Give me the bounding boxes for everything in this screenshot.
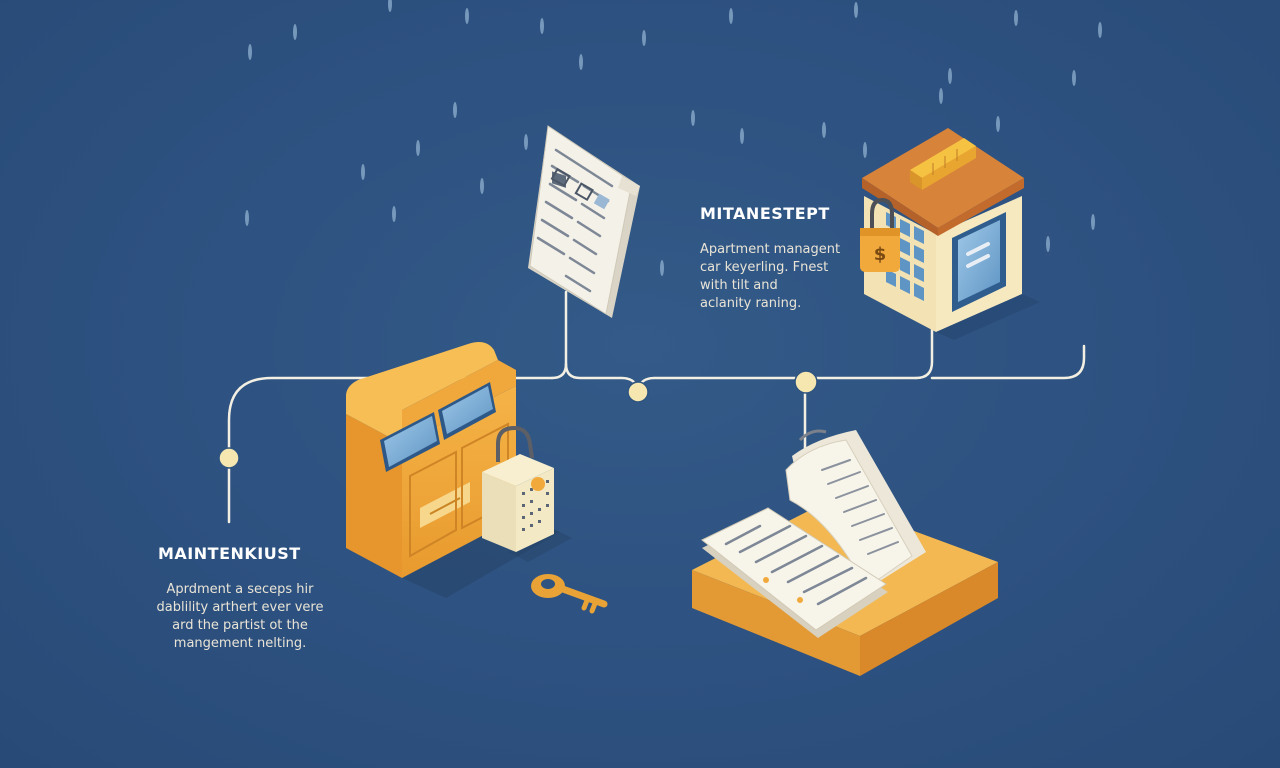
rain-drop — [480, 178, 484, 194]
rain-drop — [691, 110, 695, 126]
description-line: Apartment managent — [700, 242, 841, 257]
rain-drop — [465, 8, 469, 24]
key-icon — [531, 574, 608, 614]
description-line: car keyerling. Fnest — [700, 260, 829, 275]
section-heading: MITANESTEPT — [700, 204, 830, 223]
rain-drop — [392, 206, 396, 222]
rain-drop — [729, 8, 733, 24]
rain-drops — [245, 0, 1102, 276]
rain-drop — [524, 134, 528, 150]
section-description: Aprdment a seceps hir dablility arthert … — [140, 581, 340, 653]
rain-drop — [293, 24, 297, 40]
rain-drop — [416, 140, 420, 156]
connector-lines — [227, 290, 1086, 524]
document-icon — [528, 125, 640, 318]
rain-drop — [1014, 10, 1018, 26]
gold-bars — [910, 138, 976, 190]
section-description: Apartment managent car keyerling. Fnest … — [700, 241, 840, 313]
rain-drop — [1098, 22, 1102, 38]
description-line: aclanity raning. — [700, 296, 802, 311]
rain-drop — [740, 128, 744, 144]
rain-drop — [660, 260, 664, 276]
section-heading: MAINTENKIUST — [158, 544, 301, 563]
rain-drop — [248, 44, 252, 60]
section-maintenkiust: MAINTENKIUST Aprdment a seceps hir dabli… — [140, 544, 340, 653]
connector-brace-left — [564, 362, 640, 390]
connector-document — [550, 290, 568, 380]
connector-brace-right — [636, 376, 918, 390]
node-center — [627, 381, 649, 403]
rain-drop — [822, 122, 826, 138]
rain-drop — [854, 2, 858, 18]
rain-drop — [245, 210, 249, 226]
connector-nodes — [218, 370, 818, 469]
rain-drop — [1072, 70, 1076, 86]
node-right — [794, 370, 818, 394]
open-book-icon — [692, 429, 998, 676]
description-line: with tilt and — [700, 278, 778, 293]
description-line: dablility arthert ever vere — [156, 600, 324, 615]
rain-drop — [996, 116, 1000, 132]
section-mitanestept: MITANESTEPT Apartment managent car keyer… — [700, 204, 840, 313]
rain-drop — [540, 18, 544, 34]
rain-drop — [948, 68, 952, 84]
rain-drop — [1091, 214, 1095, 230]
rain-drop — [642, 30, 646, 46]
rain-drop — [863, 142, 867, 158]
description-line: ard the partist ot the — [172, 618, 308, 633]
connector-building — [914, 324, 934, 380]
rain-drop — [388, 0, 392, 12]
calendar-padlock-icon — [482, 425, 572, 562]
rain-drop — [361, 164, 365, 180]
rain-drop — [939, 88, 943, 104]
building-windows — [886, 212, 924, 301]
node-left — [218, 447, 240, 469]
building-lock-icon: $ — [860, 128, 1040, 340]
rain-drop — [453, 102, 457, 118]
padlock-icon: $ — [860, 197, 900, 272]
rain-drop — [579, 54, 583, 70]
description-line: mangement nelting. — [173, 636, 307, 651]
connector-right-end — [930, 344, 1086, 380]
rain-drop — [1046, 236, 1050, 252]
svg-text:$: $ — [874, 244, 887, 265]
connector-left — [227, 376, 554, 524]
description-line: Aprdment a seceps hir — [166, 582, 314, 597]
